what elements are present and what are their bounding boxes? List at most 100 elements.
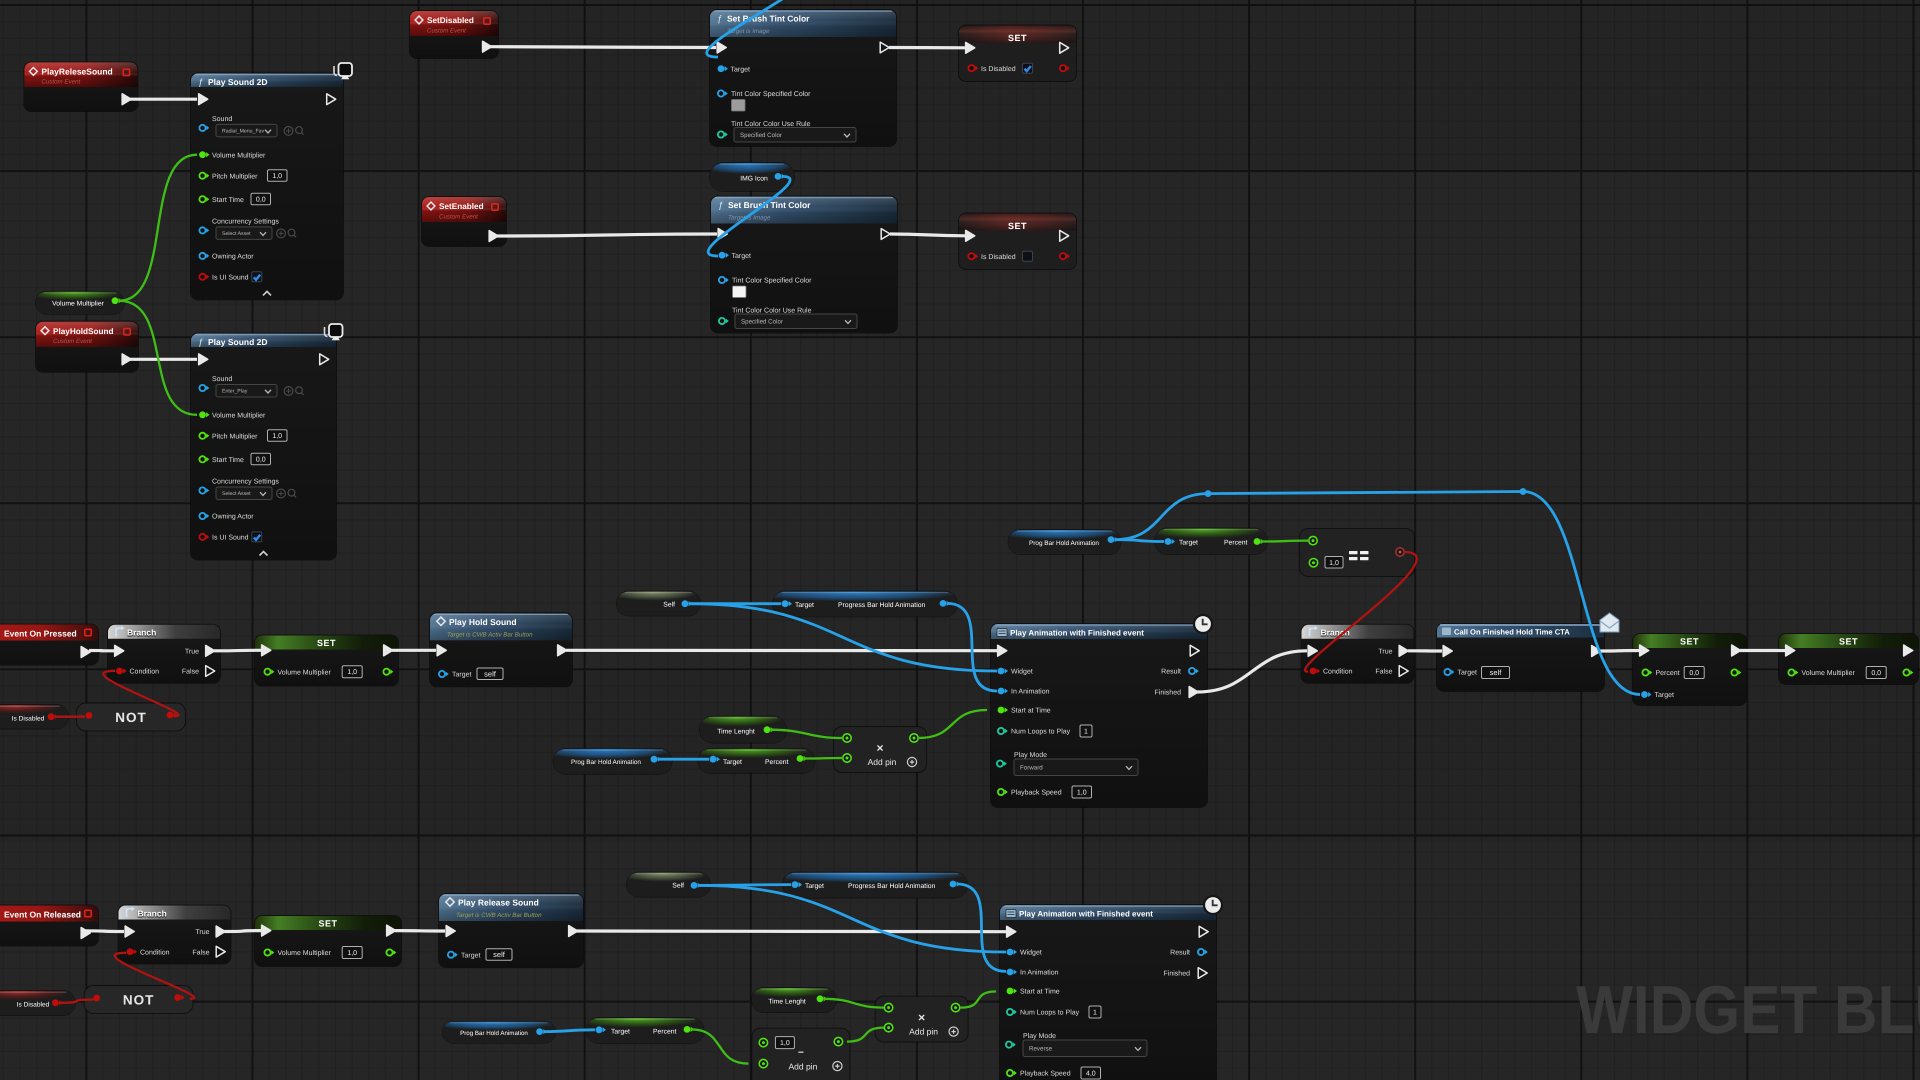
svg-text:Self: Self	[663, 602, 675, 609]
svg-text:Branch: Branch	[138, 908, 167, 918]
svg-text:Prog Bar Hold Animation: Prog Bar Hold Animation	[571, 759, 641, 766]
svg-text:ƒ: ƒ	[198, 77, 203, 87]
svg-text:Target: Target	[732, 253, 752, 260]
svg-text:Volume Multiplier: Volume Multiplier	[1802, 669, 1856, 677]
svg-text:ƒ: ƒ	[198, 337, 203, 347]
svg-text:In Animation: In Animation	[1020, 969, 1059, 977]
svg-text:Widget: Widget	[1011, 668, 1033, 676]
svg-text:Time Lenght: Time Lenght	[768, 998, 806, 1005]
svg-text:Widget: Widget	[1020, 949, 1042, 957]
svg-text:NOT: NOT	[115, 710, 147, 725]
svg-text:1,0: 1,0	[1329, 560, 1339, 567]
svg-text:Target: Target	[461, 952, 481, 959]
svg-text:Add pin: Add pin	[909, 1027, 938, 1037]
svg-text:Target is CWB Activ Bar Button: Target is CWB Activ Bar Button	[447, 631, 533, 638]
svg-text:Custom Event: Custom Event	[53, 338, 92, 345]
svg-text:Reverse: Reverse	[1029, 1046, 1053, 1053]
svg-text:Target: Target	[805, 883, 824, 890]
svg-text:Percent: Percent	[1656, 670, 1680, 677]
svg-text:Target is CWB Activ Bar Button: Target is CWB Activ Bar Button	[456, 912, 542, 919]
svg-text:SetDisabled: SetDisabled	[427, 16, 474, 25]
svg-text:Target: Target	[731, 66, 751, 73]
svg-text:Radial_Menu_Fav: Radial_Menu_Fav	[222, 129, 265, 135]
svg-text:1,0: 1,0	[347, 950, 357, 957]
svg-text:1,0: 1,0	[347, 669, 357, 676]
svg-text:Volume Multiplier: Volume Multiplier	[278, 668, 332, 676]
svg-text:Percent: Percent	[1224, 539, 1248, 546]
svg-text:Forward: Forward	[1020, 765, 1043, 772]
svg-text:Volume Multiplier: Volume Multiplier	[278, 949, 332, 957]
svg-text:Add pin: Add pin	[788, 1062, 817, 1072]
svg-text:Tint Color Color Use Rule: Tint Color Color Use Rule	[732, 307, 812, 315]
svg-text:self: self	[1490, 668, 1503, 677]
svg-text:1,0: 1,0	[780, 1040, 790, 1047]
svg-text:Pitch Multiplier: Pitch Multiplier	[212, 172, 258, 180]
svg-text:Target: Target	[723, 759, 742, 766]
svg-text:Event On Released: Event On Released	[4, 910, 81, 920]
svg-text:1,0: 1,0	[272, 173, 282, 180]
svg-text:ƒ: ƒ	[718, 200, 723, 210]
svg-text:Custom Event: Custom Event	[427, 28, 466, 35]
svg-text:Is Disabled: Is Disabled	[17, 1002, 50, 1009]
svg-text:Custom Event: Custom Event	[41, 79, 80, 86]
svg-text:−: −	[798, 1048, 804, 1059]
svg-text:Percent: Percent	[653, 1029, 677, 1036]
svg-text:Target is Image: Target is Image	[728, 215, 771, 222]
svg-text:Add pin: Add pin	[868, 757, 897, 767]
svg-text:False: False	[1375, 668, 1392, 676]
svg-text:×: ×	[876, 741, 883, 755]
svg-text:Num Loops to Play: Num Loops to Play	[1011, 728, 1071, 736]
svg-text:Play Sound 2D: Play Sound 2D	[208, 337, 268, 347]
svg-text:Volume Multiplier: Volume Multiplier	[52, 301, 104, 308]
svg-text:0,0: 0,0	[1689, 670, 1699, 677]
svg-text:SET: SET	[1008, 221, 1027, 231]
svg-text:Playback Speed: Playback Speed	[1020, 1070, 1071, 1078]
svg-text:SET: SET	[317, 638, 336, 648]
svg-text:SET: SET	[1839, 637, 1858, 647]
svg-text:PlayReleseSound: PlayReleseSound	[41, 67, 112, 77]
svg-text:Sound: Sound	[212, 115, 232, 123]
svg-text:self: self	[484, 670, 497, 679]
svg-text:Progress Bar Hold Animation: Progress Bar Hold Animation	[838, 602, 925, 609]
svg-text:Play Sound 2D: Play Sound 2D	[208, 77, 268, 87]
svg-text:Concurrency Settings: Concurrency Settings	[212, 478, 279, 486]
svg-text:Target: Target	[795, 602, 814, 609]
svg-text:0,0: 0,0	[1871, 670, 1881, 677]
svg-text:Volume Multiplier: Volume Multiplier	[212, 412, 266, 420]
svg-text:Self: Self	[672, 883, 684, 890]
svg-text:PlayHoldSound: PlayHoldSound	[53, 327, 114, 336]
svg-text:Tint Color Specified Color: Tint Color Specified Color	[731, 90, 811, 98]
svg-text:Finished: Finished	[1164, 970, 1191, 978]
svg-text:Pitch Multiplier: Pitch Multiplier	[212, 433, 258, 441]
svg-text:Branch: Branch	[1321, 628, 1350, 638]
svg-text:Playback Speed: Playback Speed	[1011, 789, 1062, 797]
svg-text:1: 1	[1093, 1010, 1097, 1017]
svg-text:Percent: Percent	[765, 759, 789, 766]
svg-text:Set Brush Tint Color: Set Brush Tint Color	[727, 14, 810, 24]
svg-text:Sound: Sound	[212, 375, 232, 383]
svg-text:Start Time: Start Time	[212, 456, 244, 464]
svg-text:0,0: 0,0	[256, 457, 266, 464]
svg-text:Play Hold Sound: Play Hold Sound	[449, 617, 517, 627]
svg-text:False: False	[182, 668, 199, 676]
svg-text:Target: Target	[1655, 692, 1675, 699]
svg-text:Condition: Condition	[1323, 668, 1353, 676]
svg-text:ƒ: ƒ	[717, 14, 722, 24]
svg-text:True: True	[1378, 649, 1392, 656]
svg-text:Play Release Sound: Play Release Sound	[458, 898, 539, 908]
svg-text:Custom Event: Custom Event	[439, 214, 478, 221]
svg-text:1,0: 1,0	[272, 433, 282, 440]
svg-text:True: True	[195, 929, 209, 936]
svg-text:0,0: 0,0	[256, 197, 266, 204]
svg-text:Target: Target	[1458, 670, 1478, 677]
svg-text:Is UI Sound: Is UI Sound	[212, 274, 249, 282]
svg-text:Start at Time: Start at Time	[1020, 988, 1060, 996]
svg-text:1,0: 1,0	[1077, 790, 1087, 797]
svg-text:Tint Color Color Use Rule: Tint Color Color Use Rule	[731, 120, 811, 128]
svg-text:Event On Pressed: Event On Pressed	[4, 629, 77, 639]
svg-text:Time Lenght: Time Lenght	[717, 729, 755, 736]
svg-text:In Animation: In Animation	[1011, 688, 1050, 696]
svg-text:Progress Bar Hold Animation: Progress Bar Hold Animation	[848, 883, 935, 890]
svg-text:WIDGET BLU: WIDGET BLU	[1576, 972, 1920, 1048]
svg-text:1: 1	[1084, 729, 1088, 736]
